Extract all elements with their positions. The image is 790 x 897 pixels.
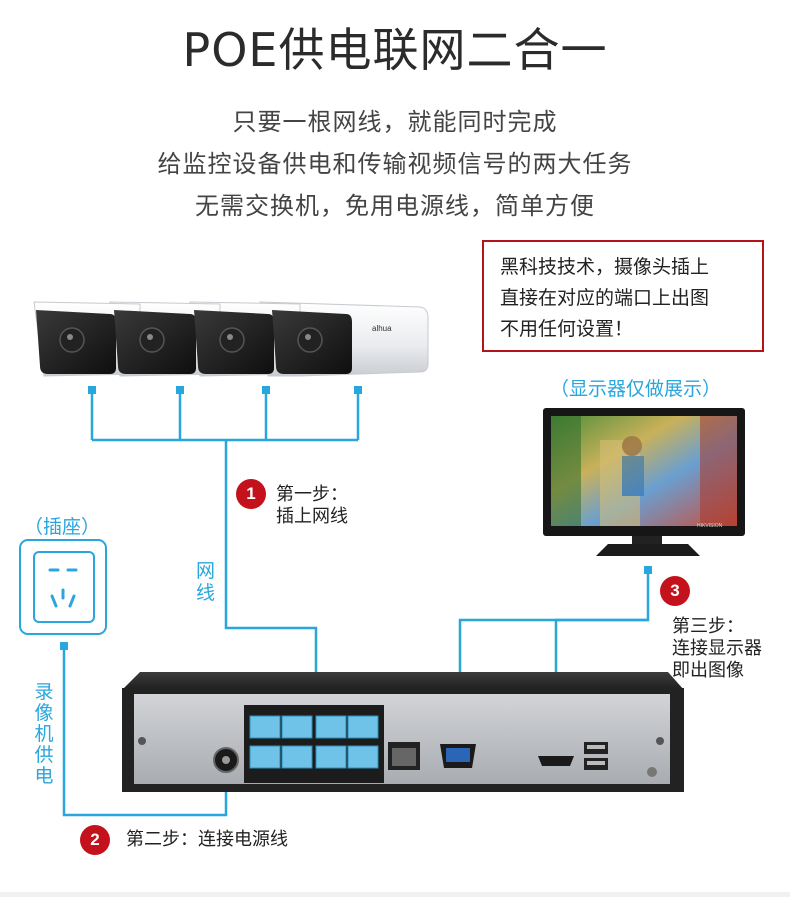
socket-label: （插座） — [24, 516, 101, 538]
step-1-line-2: 插上网线 — [276, 506, 348, 527]
step-3-line-1: 第三步： — [672, 616, 744, 637]
monitor-brand: HIKVISION — [697, 523, 723, 529]
monitor-icon: HIKVISION — [543, 408, 745, 556]
subtitle-line-3: 无需交换机，免用电源线，简单方便 — [195, 192, 595, 220]
monitor-label: （显示器仅做展示） — [550, 378, 722, 400]
callout-line-3: 不用任何设置！ — [500, 318, 634, 340]
step-3-line-3: 即出图像 — [672, 660, 744, 681]
nvr-device-icon — [122, 672, 684, 792]
step-1-text: 第一步： 插上网线 — [276, 484, 348, 528]
callout-line-1: 黑科技技术，摄像头插上 — [500, 256, 710, 278]
step-3-badge: 3 — [660, 576, 690, 606]
callout-line-2: 直接在对应的端口上出图 — [500, 287, 710, 309]
subtitle-line-1: 只要一根网线，就能同时完成 — [232, 108, 558, 136]
svg-text:alhua: alhua — [372, 324, 392, 333]
nvr-power-label: 录像机供电 — [34, 681, 54, 787]
socket-icon — [19, 539, 107, 635]
step-1-line-1: 第一步： — [276, 484, 348, 505]
step-2-text: 第二步：连接电源线 — [126, 829, 288, 850]
feature-callout: 黑科技技术，摄像头插上 直接在对应的端口上出图 不用任何设置！ — [482, 240, 764, 352]
step-3-text: 第三步： 连接显示器 即出图像 — [672, 616, 762, 682]
step-1-badge: 1 — [236, 479, 266, 509]
page-title: POE供电联网二合一 — [182, 23, 608, 77]
bottom-divider — [0, 892, 790, 897]
step-2-badge: 2 — [80, 825, 110, 855]
step-3-line-2: 连接显示器 — [672, 638, 762, 659]
subtitle-line-2: 给监控设备供电和传输视频信号的两大任务 — [157, 150, 633, 178]
cable-label: 网线 — [196, 560, 216, 604]
